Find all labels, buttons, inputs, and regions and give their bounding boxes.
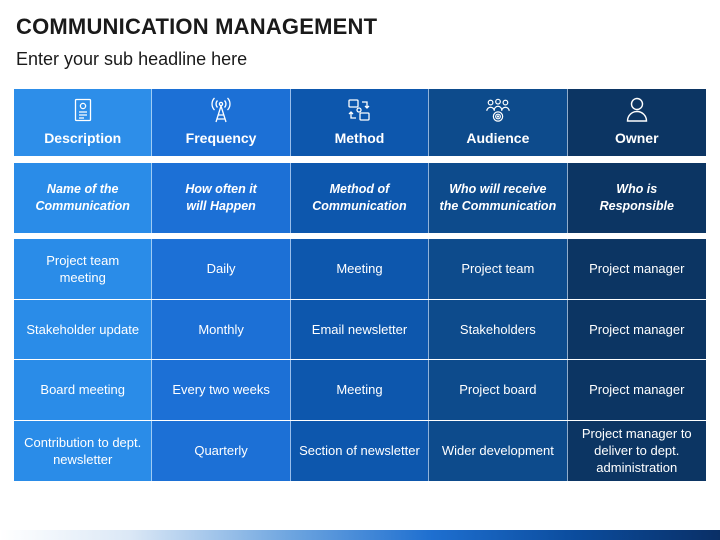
description-line: Communication <box>312 199 407 213</box>
table-cell: Project manager <box>567 299 706 359</box>
table-cell: Section of newsletter <box>290 420 430 481</box>
table-cell: Project manager <box>567 239 706 299</box>
document-icon <box>70 96 96 124</box>
header-owner: Owner <box>567 89 706 156</box>
header-description: Description <box>14 89 153 156</box>
table-cell: Project manager to deliver to dept. admi… <box>567 420 706 481</box>
description-cell: Method of Communication <box>290 163 430 233</box>
table-row: Contribution to dept. newsletter Quarter… <box>14 420 706 481</box>
user-icon <box>624 96 650 124</box>
description-line: Who will receive <box>449 182 547 196</box>
table-header-row: Description Frequency <box>14 89 706 157</box>
table-body: Project team meeting Daily Meeting Proje… <box>14 239 706 481</box>
communication-table: Description Frequency <box>14 89 706 481</box>
table-cell: Stakeholder update <box>14 299 153 359</box>
table-cell: Project team <box>429 239 568 299</box>
description-cell: Who is Responsible <box>567 163 706 233</box>
table-cell: Meeting <box>290 360 430 420</box>
table-cell: Project board <box>429 360 568 420</box>
table-cell: Stakeholders <box>429 299 568 359</box>
table-cell: Wider development <box>429 420 568 481</box>
description-line: Who is <box>616 182 658 196</box>
header-audience: Audience <box>429 89 568 156</box>
table-row: Project team meeting Daily Meeting Proje… <box>14 239 706 300</box>
header-label: Method <box>334 130 385 146</box>
slide-title: COMMUNICATION MANAGEMENT <box>16 14 378 39</box>
header-label: Owner <box>614 130 659 146</box>
description-cell: How often it will Happen <box>152 163 291 233</box>
description-line: Communication <box>35 199 130 213</box>
exchange-icon <box>346 96 372 124</box>
table-cell: Daily <box>152 239 291 299</box>
footer-gradient-bar <box>0 530 720 540</box>
table-cell: Contribution to dept. newsletter <box>14 420 153 481</box>
table-cell: Board meeting <box>14 360 153 420</box>
table-cell: Monthly <box>152 299 291 359</box>
header-label: Audience <box>466 130 530 146</box>
table-cell: Quarterly <box>152 420 291 481</box>
description-line: Method of <box>329 182 390 196</box>
header-label: Description <box>44 130 122 146</box>
table-row: Board meeting Every two weeks Meeting Pr… <box>14 360 706 421</box>
table-row: Stakeholder update Monthly Email newslet… <box>14 299 706 360</box>
header-method: Method <box>290 89 430 156</box>
table-cell: Email newsletter <box>290 299 430 359</box>
table-cell: Every two weeks <box>152 360 291 420</box>
table-cell: Project team meeting <box>14 239 153 299</box>
broadcast-tower-icon <box>208 96 234 124</box>
table-cell: Project manager <box>567 360 706 420</box>
slide-subtitle: Enter your sub headline here <box>16 49 248 69</box>
header-frequency: Frequency <box>152 89 291 156</box>
table-cell: Meeting <box>290 239 430 299</box>
header-label: Frequency <box>185 130 257 146</box>
description-line: How often it <box>185 182 257 196</box>
description-line: the Communication <box>439 199 557 213</box>
audience-target-icon <box>485 96 511 124</box>
description-cell: Who will receive the Communication <box>429 163 568 233</box>
description-line: will Happen <box>186 199 256 213</box>
description-line: Responsible <box>599 199 674 213</box>
description-line: Name of the <box>46 182 119 196</box>
